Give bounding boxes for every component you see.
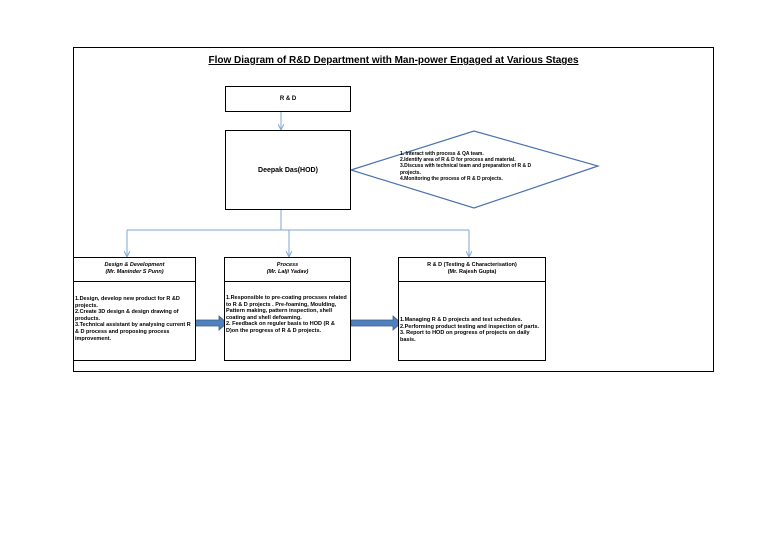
diamond-text: 1. Interact with process & QA team. 2.Id… — [400, 151, 548, 182]
diagram-title: Flow Diagram of R&D Department with Man-… — [208, 55, 579, 66]
diamond-line: 3.Discuss with technical team and prepar… — [400, 163, 532, 176]
column-header: Process (Mr. Lalji Yadav) — [225, 258, 350, 282]
column-person: (Mr. Maninder S Punn) — [105, 269, 164, 275]
column-header: Design & Development (Mr. Maninder S Pun… — [74, 258, 195, 282]
body-line: 3. Report to HOD on progress of projects… — [400, 330, 530, 343]
body-line: 2.Create 3D design & design drawing of p… — [75, 309, 179, 322]
responsibility-diamond — [348, 130, 601, 209]
body-line: 1.Managing R & D projects and test sched… — [400, 317, 523, 323]
column-person: (Mr. Lalji Yadav) — [266, 269, 309, 275]
diamond-line: 2.Identify area of R & D for process and… — [400, 157, 516, 164]
column-title: Process — [276, 262, 299, 268]
body-line: 2.Performing product testing and inspect… — [400, 323, 540, 330]
column-header: R & D (Testing & Characterisation) (Mr. … — [399, 258, 545, 282]
column-title: Design & Development — [104, 262, 165, 268]
column-body: 1.Design, develop new product for R &D p… — [75, 296, 193, 342]
design-development-box: Design & Development (Mr. Maninder S Pun… — [73, 257, 196, 361]
hod-node: Deepak Das(HOD) — [225, 130, 351, 210]
block-arrow-col1-to-col2 — [194, 315, 228, 331]
body-line: 3.Technical assistant by analysing curre… — [75, 322, 191, 342]
process-box: Process (Mr. Lalji Yadav) 1.Responsible … — [224, 257, 351, 361]
column-person: (Mr. Rajesh Gupta) — [447, 269, 497, 275]
body-line: 1.Responsible to pre-coating procsses re… — [226, 295, 347, 321]
rd-node: R & D — [225, 86, 351, 112]
body-line: 1.Design, develop new product for R &D p… — [75, 296, 180, 309]
column-title: R & D (Testing & Characterisation) — [427, 262, 517, 268]
block-arrow-col2-to-col3 — [350, 315, 402, 331]
testing-characterisation-box: R & D (Testing & Characterisation) (Mr. … — [398, 257, 546, 361]
body-line: 2. Feedback on reguler basis to HOD (R &… — [226, 321, 335, 334]
diagram-frame — [73, 47, 714, 372]
diamond-line: 1. Interact with process & QA team. — [400, 151, 484, 157]
column-body: 1.Responsible to pre-coating procsses re… — [226, 295, 348, 335]
column-body: 1.Managing R & D projects and test sched… — [400, 317, 543, 343]
diamond-line: 4.Monitoring the process of R & D projec… — [400, 175, 503, 182]
